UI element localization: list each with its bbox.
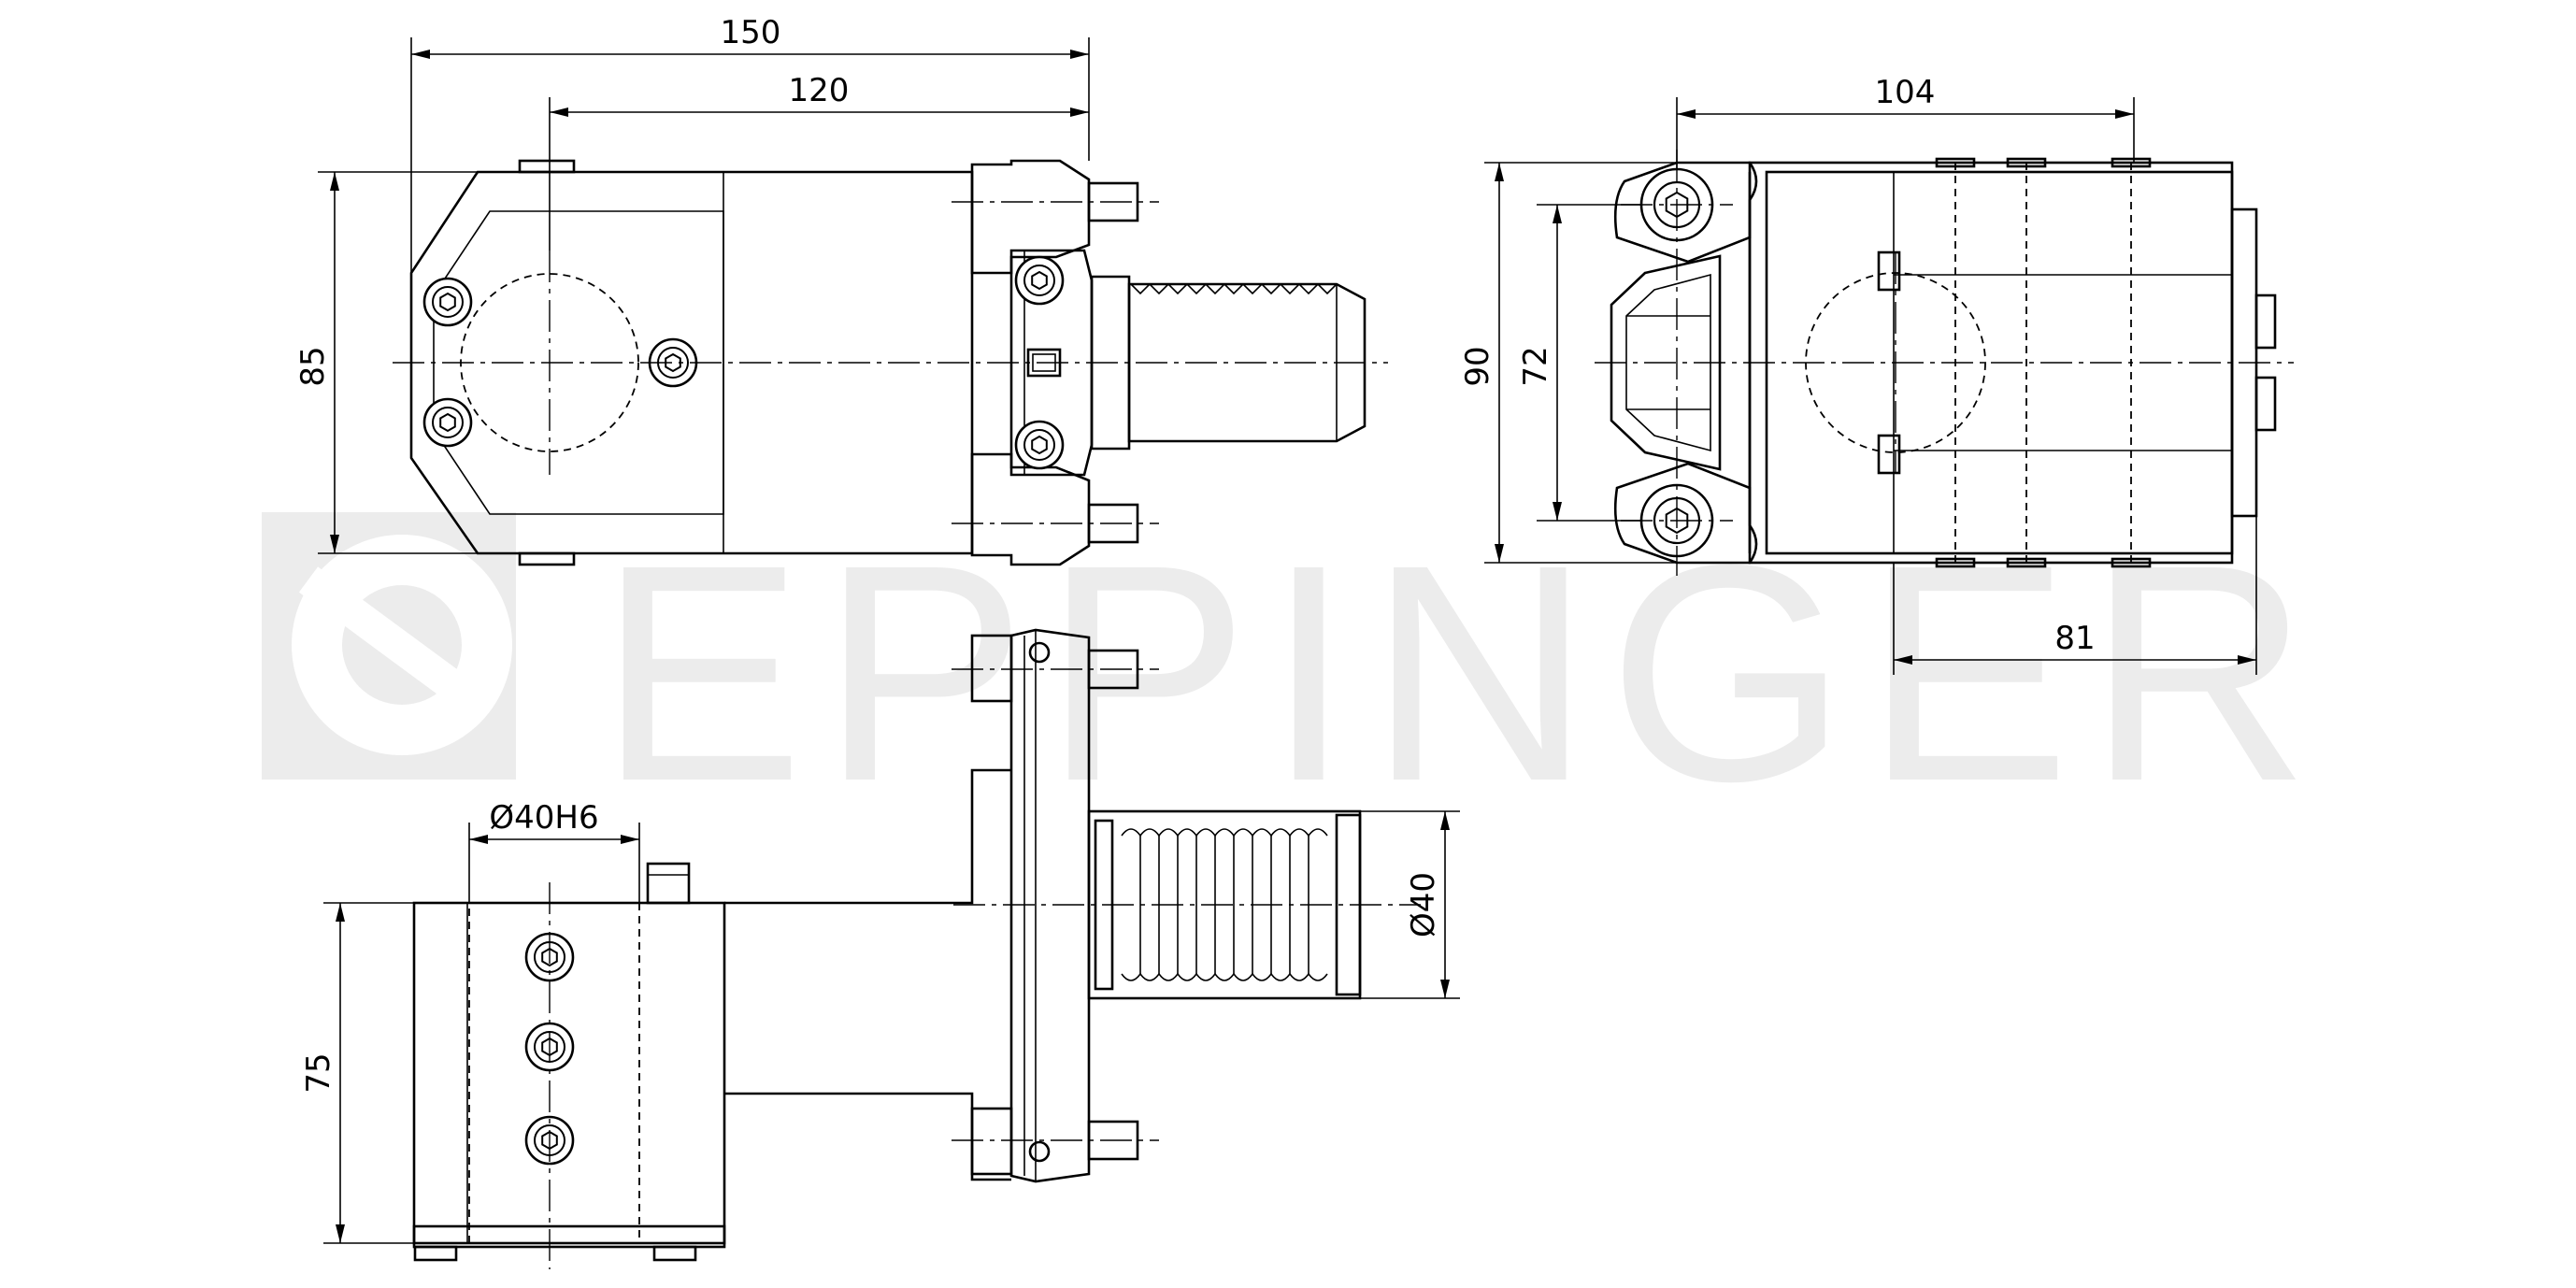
side-view	[1595, 150, 2294, 576]
dimension-label: 75	[300, 1052, 337, 1093]
dimension-label: Ø40H6	[489, 799, 598, 837]
dimension-label: 150	[721, 14, 781, 51]
dimension-label: 85	[294, 346, 332, 386]
dimension-label: Ø40	[1405, 872, 1442, 937]
front-view-dimensions: 150 120 85	[294, 14, 1090, 554]
flange-socket-screw-icon	[1014, 420, 1065, 470]
top-view-dimensions: Ø40H6 75 Ø40	[300, 799, 1460, 1244]
flange-socket-screw-icon	[1014, 255, 1065, 306]
brand-watermark: EPPINGER	[262, 500, 2326, 845]
dimension-label: 104	[1875, 74, 1936, 111]
brand-logo-icon	[262, 512, 516, 780]
front-socket-screw-icon	[422, 277, 473, 327]
dimension-label: 120	[789, 72, 850, 109]
front-socket-screw-icon	[422, 397, 473, 448]
side-view-dimensions: 104 90 72 81	[1459, 74, 2257, 675]
top-view	[412, 628, 1421, 1269]
front-view	[393, 159, 1388, 566]
dimension-label: 81	[2054, 620, 2095, 657]
dimension-label: 72	[1517, 346, 1554, 386]
dimension-label: 90	[1459, 346, 1496, 386]
brand-watermark-text: EPPINGER	[598, 500, 2326, 845]
